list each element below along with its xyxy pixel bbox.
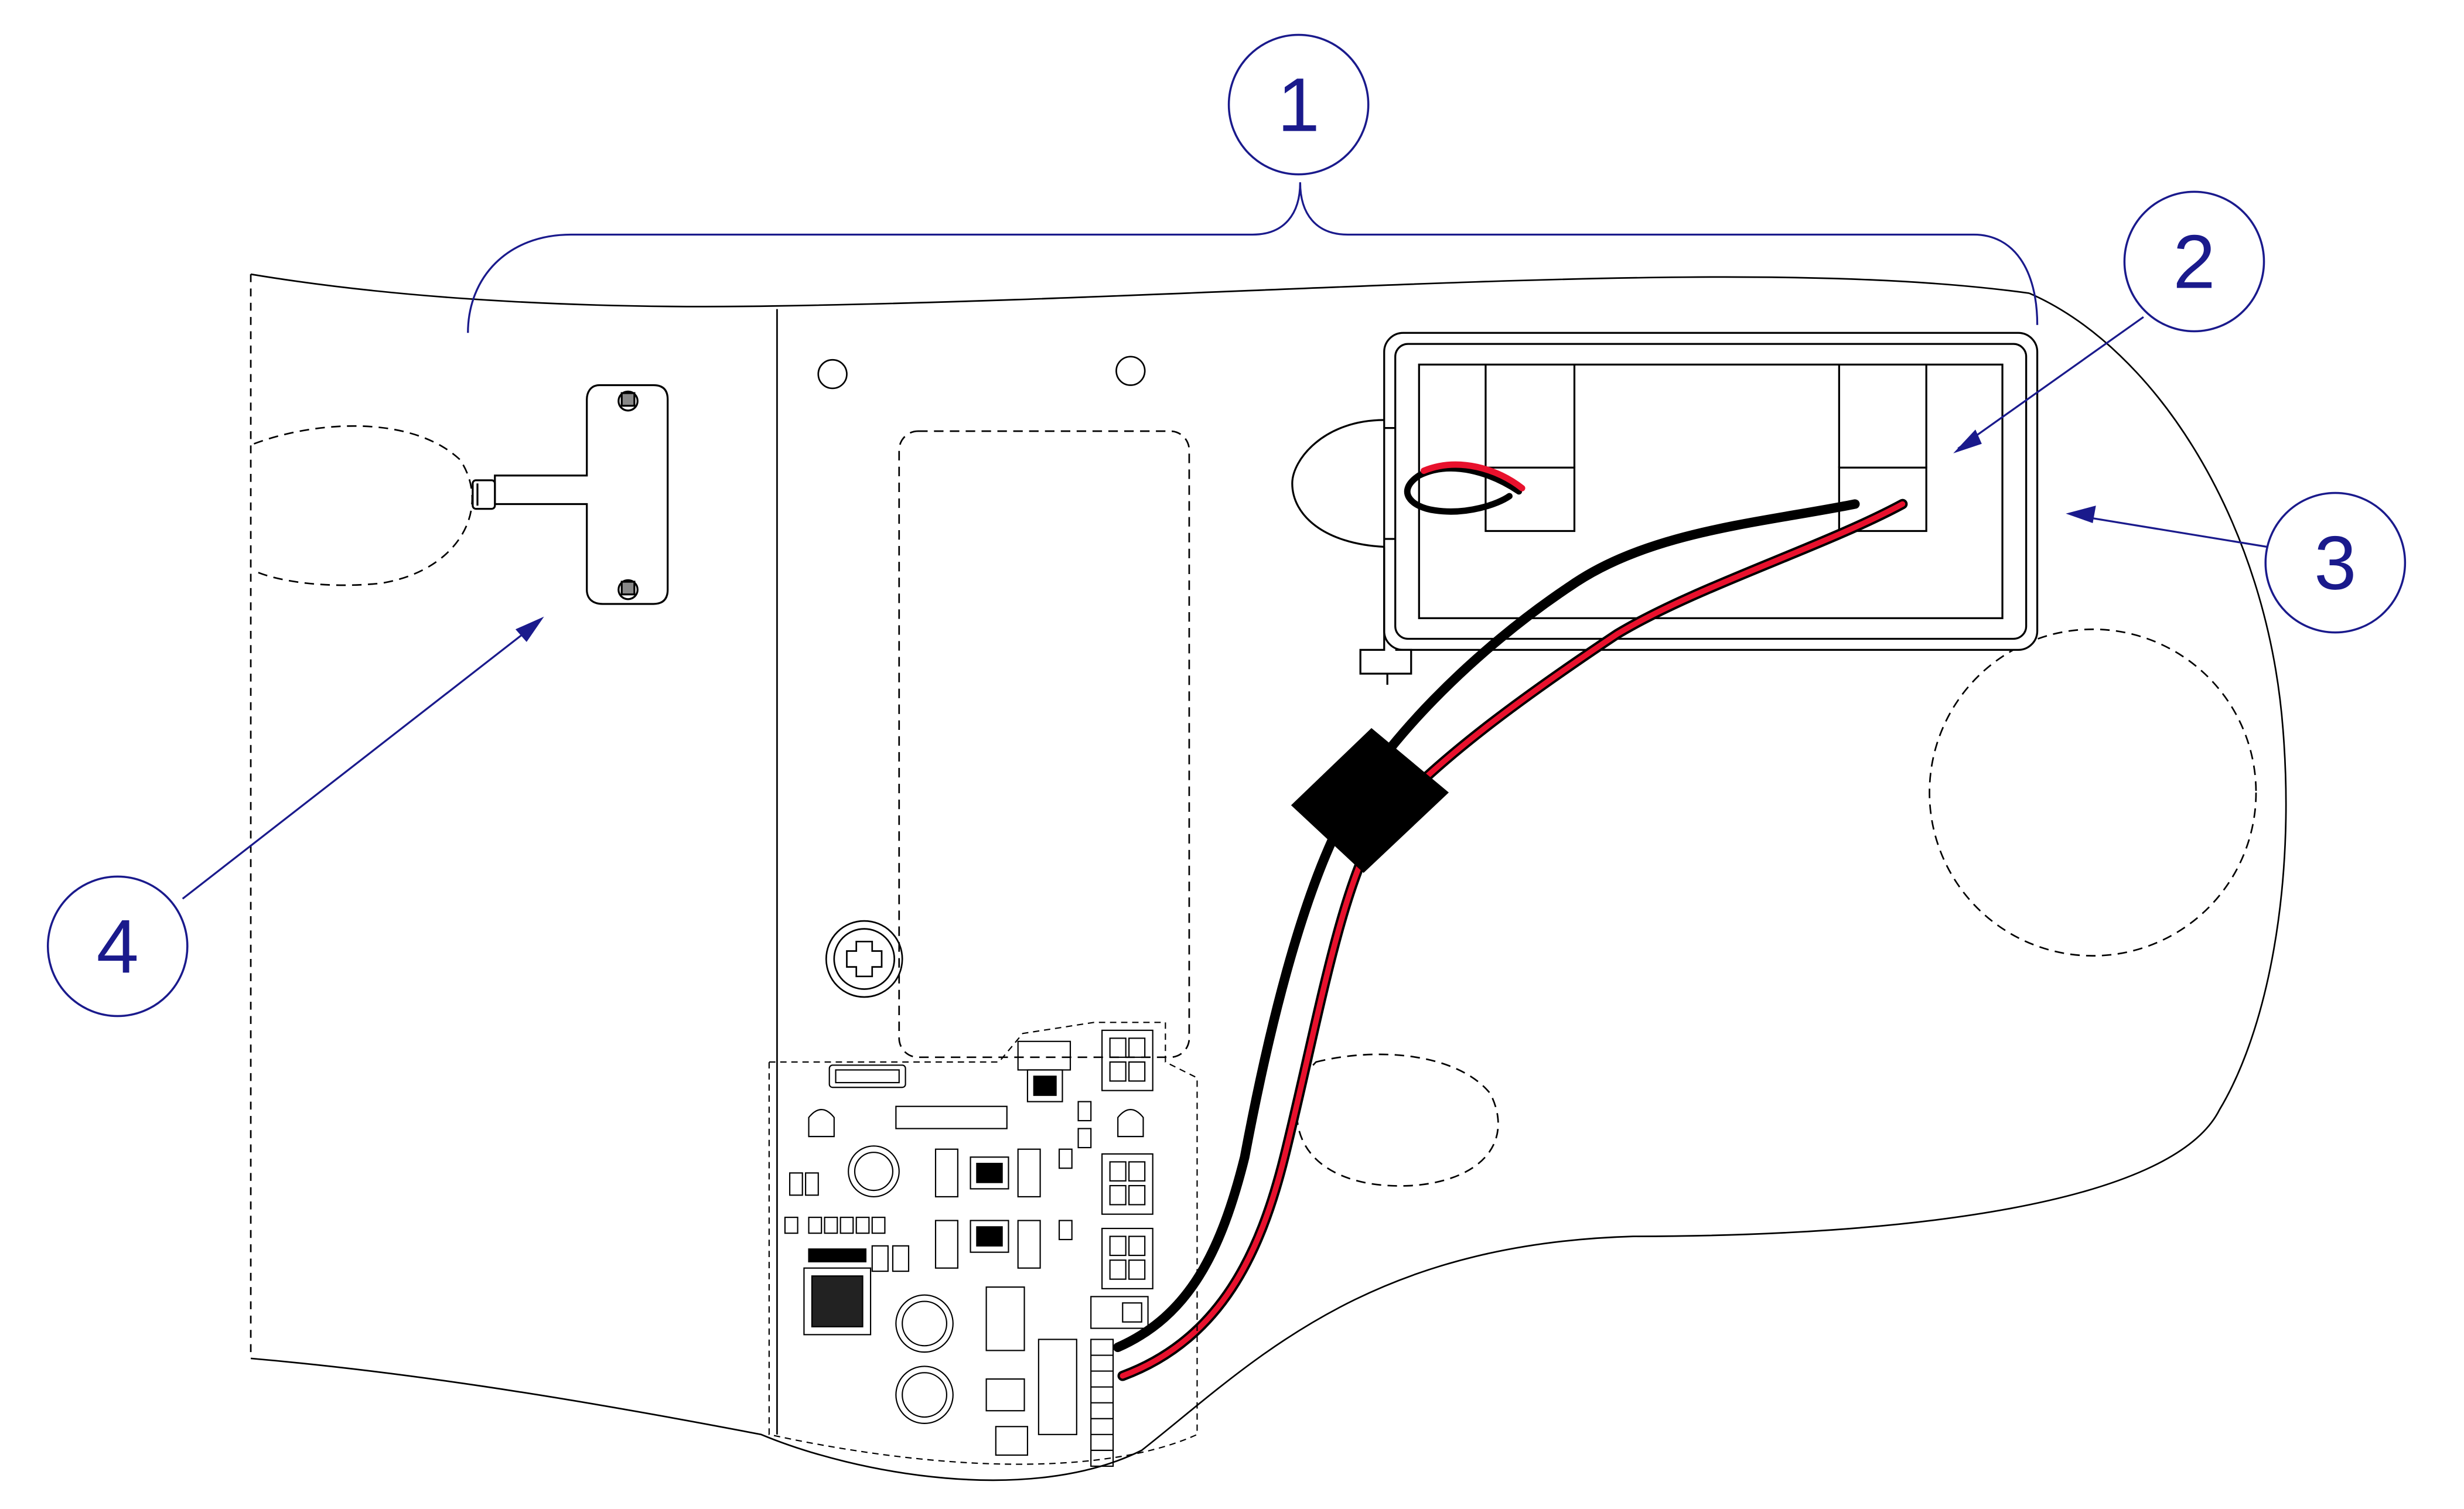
mount-hole-right <box>1115 356 1146 386</box>
lower-oval-hidden <box>1296 1053 1499 1187</box>
right-circle-hidden <box>1929 628 2257 957</box>
phillips-screw-icon <box>825 920 903 998</box>
callout-4: 4 <box>46 875 189 1018</box>
sensor-bracket <box>472 384 669 605</box>
callout-3-leader <box>2073 514 2268 548</box>
callout-4-leader <box>182 620 540 900</box>
housing-top-edge <box>250 273 2030 308</box>
housing <box>250 273 2287 1481</box>
callout-1: 1 <box>1227 33 1370 176</box>
battery-body <box>1418 363 2004 619</box>
left-oval-hidden <box>253 425 473 586</box>
callout-3-label: 3 <box>2314 520 2356 606</box>
center-recess-hidden <box>898 430 1190 1059</box>
hidden-features <box>253 425 2257 1187</box>
battery-tray <box>1291 332 2039 685</box>
callout-2: 2 <box>2123 190 2265 333</box>
ferrite-sleeve <box>1291 728 1449 873</box>
housing-right-edge <box>250 292 2287 1481</box>
circuit-board-outline <box>768 1022 1198 1465</box>
battery-terminal-right <box>1838 466 1927 532</box>
mount-hole-left <box>817 359 848 390</box>
callout-leaders <box>182 182 2268 900</box>
callout-1-bracket <box>467 182 2039 333</box>
circuit-board <box>768 1022 1198 1467</box>
callout-4-label: 4 <box>97 903 139 989</box>
mount-holes <box>817 356 1146 390</box>
callout-1-label: 1 <box>1278 62 1320 148</box>
battery-tray-outer <box>1383 332 2039 651</box>
callout-2-label: 2 <box>2173 219 2215 304</box>
battery-tray-inner <box>1394 343 2028 640</box>
callout-2-leader <box>1957 316 2144 450</box>
jumper-wire <box>1404 461 1526 515</box>
callout-3: 3 <box>2264 491 2407 634</box>
